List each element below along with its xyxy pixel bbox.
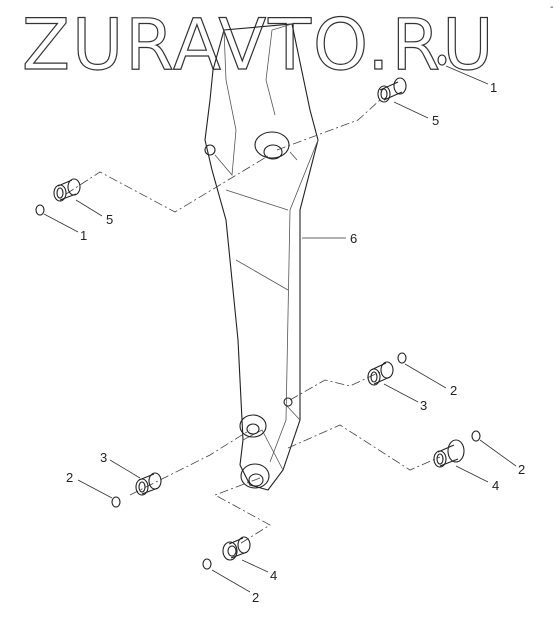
corner-mark: - (550, 2, 554, 13)
assembly-axes (65, 99, 441, 546)
callout-1-left: 1 (80, 228, 87, 243)
bottom-pivot-boss (240, 463, 270, 489)
o-ring-left (35, 204, 45, 216)
o-ring-mid-left (111, 496, 121, 508)
callout-5-top-right: 5 (432, 113, 439, 128)
callout-2-mid-right: 2 (450, 383, 457, 398)
callout-4-bottom-right: 4 (492, 478, 499, 493)
bushing-top-right (377, 77, 407, 103)
callout-2-bottom-right: 2 (518, 462, 525, 477)
callout-4-bottom: 4 (270, 568, 277, 583)
flanged-bushing-bottom-right (433, 439, 465, 468)
o-ring-mid-right (397, 352, 407, 364)
flanged-bushing-bottom (222, 536, 251, 561)
bushing-left (53, 178, 81, 202)
callout-2-mid-left: 2 (66, 470, 73, 485)
callout-6-arm: 6 (350, 231, 357, 246)
callout-3-mid-left: 3 (100, 450, 107, 465)
callout-1-top-right: 1 (490, 80, 497, 95)
o-ring-bottom (202, 558, 212, 570)
arm-body (204, 23, 319, 491)
leader-lines (43, 65, 517, 593)
top-pivot-boss (254, 131, 298, 161)
watermark: ZURAVTO.RU (22, 4, 495, 86)
small-boss (283, 397, 293, 407)
o-ring-bottom-right (471, 430, 481, 442)
o-ring-top-right (437, 54, 447, 66)
side-boss (204, 144, 216, 156)
middle-pivot-boss (239, 414, 267, 438)
bushing-mid-left (135, 472, 162, 496)
callout-5-left: 5 (106, 212, 113, 227)
callout-2-bottom: 2 (252, 590, 259, 605)
bushing-mid-right (367, 361, 394, 386)
callout-3-mid-right: 3 (420, 398, 427, 413)
